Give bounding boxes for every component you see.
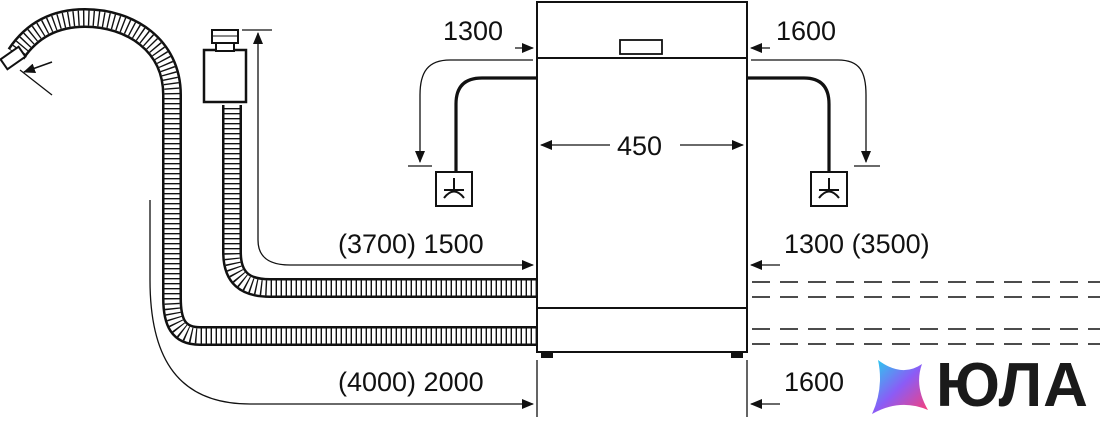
drain-hose (0, 7, 537, 346)
cable-right-leader (751, 59, 871, 163)
watermark-logo-icon (872, 360, 928, 414)
socket-right-icon (810, 171, 848, 207)
right-dashed-hoses (752, 281, 1100, 345)
hose-left-bottom-arrow (149, 200, 534, 409)
watermark-text: ЮЛА (936, 351, 1089, 417)
label-hose-right-mid: 1300 (3500) (784, 229, 930, 259)
socket-left-icon (435, 171, 473, 207)
power-cable-left (454, 76, 537, 172)
drain-end-arrow (23, 61, 53, 74)
watermark-logo: ЮЛА (872, 351, 1089, 420)
control-display (619, 39, 663, 55)
label-inlet-left-top: 1300 (443, 16, 503, 46)
label-hose-left-mid: (3700) 1500 (338, 229, 484, 259)
drain-end-leader (19, 69, 53, 96)
label-hose-right-bottom: 1600 (784, 367, 844, 397)
power-cable-right (747, 76, 831, 172)
label-inlet-right-top: 1600 (776, 16, 836, 46)
aquastop-valve (202, 29, 248, 104)
inlet-hose (222, 105, 537, 298)
label-width: 450 (617, 131, 662, 161)
cable-left-leader (415, 59, 533, 163)
dishwasher-body (536, 1, 748, 358)
label-hose-left-bottom: (4000) 2000 (338, 367, 484, 397)
hose-left-mid-arrow (257, 239, 534, 270)
